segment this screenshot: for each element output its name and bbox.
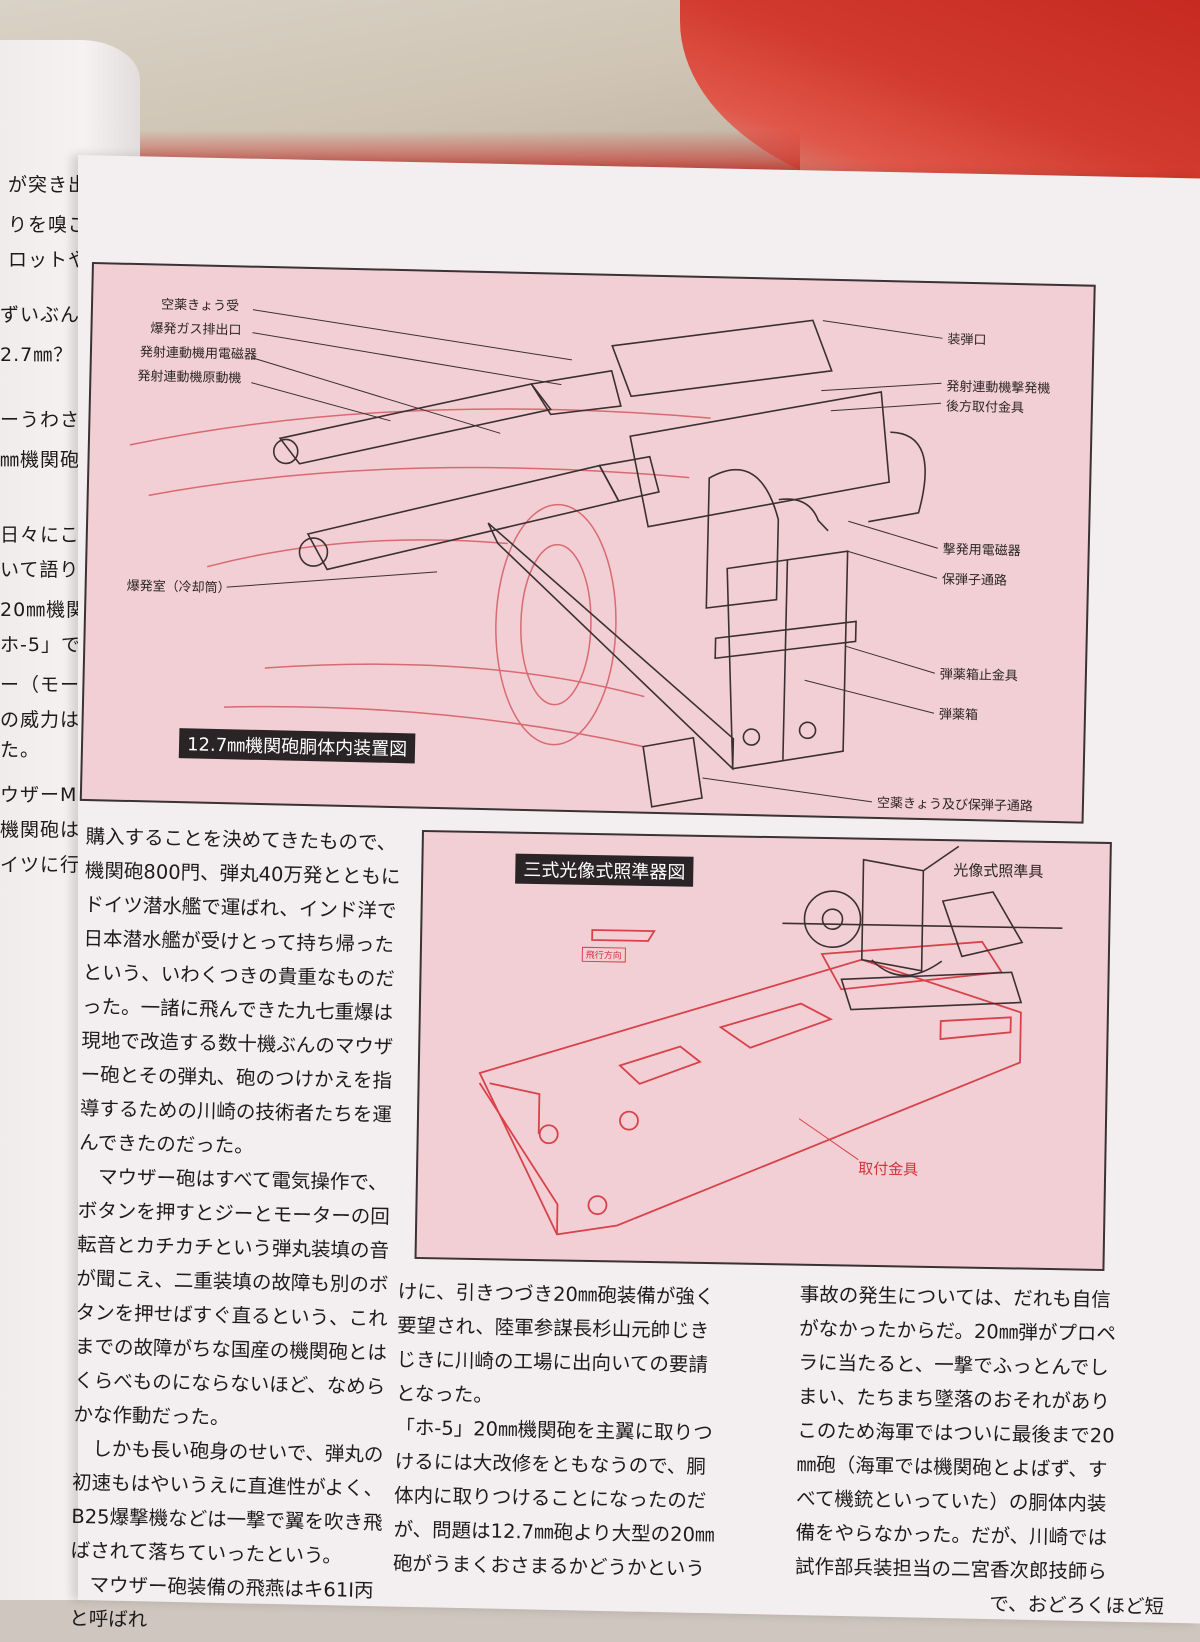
label-ammo-box: 弾薬箱 [938,707,979,724]
gunsight-diagram [478,845,1063,1236]
label-spent-case-catcher: 空薬きょう受 [160,297,240,315]
label-chamber-cooling-tube: 爆発室（冷却筒） [126,578,231,597]
column2-line: けに、引きつづき20㎜砲装備が強く [397,1279,715,1309]
figure1-caption: 12.7㎜機関砲胴体内装置図 [178,728,416,764]
label-reflector-sight: 光像式照準具 [953,861,1044,881]
column3-line: で、おどろくほど短 [794,1588,1165,1619]
column2-line: 要望され、陸軍参謀長杉山元帥じき [396,1313,710,1343]
text-column-3: 事故の発生については、だれも自信がなかったからだ。20㎜弾がプロペラに当たると、… [794,1278,1170,1624]
figure2-caption: 三式光像式照準器図 [515,853,694,887]
label-synchronizer-trigger: 発射連動機撃発機 [946,379,1051,397]
left-page-text-fragment: た。 [0,739,41,761]
column2-line: となった。 [395,1381,494,1407]
column2-line: が、問題は12.7㎜砲より大型の20㎜ [393,1517,715,1547]
label-ammo-box-clamp: 弾薬箱止金具 [939,667,1019,685]
column2-line: けるには大改修をともなうので、胴 [394,1449,707,1479]
label-link-chute: 保弾子通路 [941,572,1008,589]
label-case-and-link-chute: 空薬きょう及び保弾子通路 [876,795,1034,815]
label-mounting-bracket: 取付金具 [857,1159,919,1179]
label-firing-electromagnet: 撃発用電磁器 [942,542,1021,560]
label-loading-port: 装弾口 [947,332,987,349]
figure-gunsight: 三式光像式照準器図 光像式照準具 取付金具 飛行方向 [414,830,1112,1271]
label-synchronizer-electromagnet: 発射連動機用電磁器 [139,345,258,363]
label-gas-exhaust-port: 爆発ガス排出口 [150,321,242,339]
column1-line: と呼ばれ [69,1606,148,1632]
column2-line: 体内に取りつけることになったのだ [393,1483,707,1513]
column2-line: じきに川崎の工場に出向いての要請 [396,1347,709,1377]
text-column-1: 購入することを決めてきたもので、機関砲800門、弾丸40万発とともにドイツ潜水艦… [69,820,402,1642]
text-column-2: けに、引きつづき20㎜砲装備が強く要望され、陸軍参謀長杉山元帥じきじきに川崎の工… [393,1275,719,1587]
label-synchronizer-motor: 発射連動機原動機 [137,369,242,387]
figure-machine-gun-installation: 空薬きょう受 爆発ガス排出口 発射連動機用電磁器 発射連動機原動機 爆発室（冷却… [79,262,1096,824]
label-rear-mount: 後方取付金具 [945,399,1025,417]
column2-line: 「ホ-5」20㎜機関砲を主翼に取りつ [395,1415,713,1445]
direction-of-flight-mark: 飛行方向 [581,946,626,963]
machine-gun-diagram [129,309,943,808]
column2-line: 砲がうまくおさまるかどうかという [392,1551,706,1581]
